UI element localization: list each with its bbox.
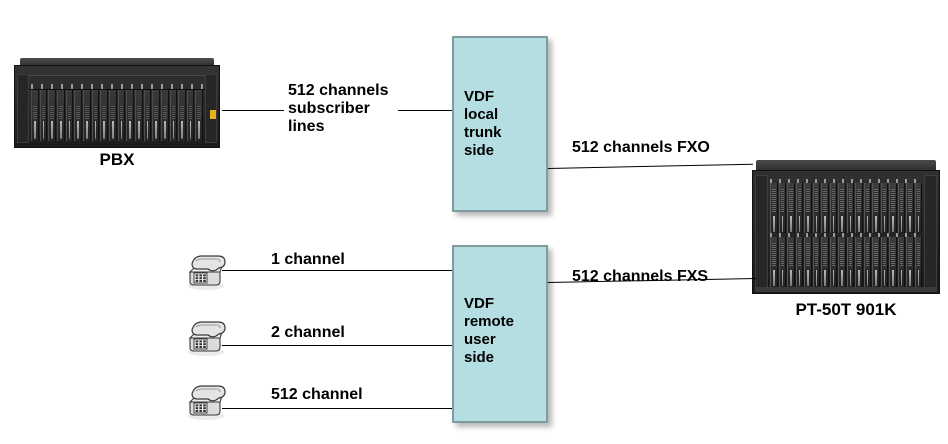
desk-phone-icon [182,248,230,292]
pbx-card-slots [31,90,204,141]
phone-3-channel-label: 512 channel [271,386,363,403]
phone-1-channel-label: 1 channel [271,251,345,268]
pbx-chassis-body [14,65,220,148]
connector-vdf-local-to-pt50t [548,163,753,169]
desk-phone-icon [182,378,230,422]
connection-label-fxs: 512 channels FXS [572,268,709,285]
pt50t-left-rail [755,175,768,289]
pbx-top-cover [20,58,214,67]
pbx-label: PBX [99,150,135,169]
pt50t-device-icon [752,160,940,294]
connection-label-fxo: 512 channels FXO [572,139,710,156]
vdf-remote-user-side-box[interactable]: VDF remote user side [452,245,548,423]
pbx-screw-dots [31,84,203,89]
pt50t-base-rail [755,287,937,292]
pt50t-top-cover [756,160,936,172]
pbx-left-rail [17,74,29,143]
pbx-right-rail [205,74,217,143]
desk-phone-icon [182,314,230,358]
vdf-remote-user-side-label: VDF remote user side [464,295,515,366]
pbx-status-led [210,110,216,119]
connector-phone-2-to-vdf-remote [222,345,452,346]
connector-label-to-vdf-local [398,110,452,111]
pt50t-card-bank-upper [770,183,922,233]
vdf-local-trunk-side-label: VDF local trunk side [464,88,502,159]
pt50t-card-bank-lower [770,237,922,287]
pt50t-screw-dots-lower [770,233,922,237]
vdf-local-trunk-side-box[interactable]: VDF local trunk side [452,36,548,212]
connection-label-subscriber-lines: 512 channels subscriber lines [288,82,389,135]
pt50t-chassis-body [752,170,940,294]
phone-2-channel-label: 2 channel [271,324,345,341]
pbx-device-icon [14,58,220,148]
pt50t-screw-dots-upper [770,179,922,183]
connector-phone-3-to-vdf-remote [222,408,452,409]
pt50t-label: PT-50T 901K [795,300,897,319]
connector-pbx-to-label [222,110,284,111]
pt50t-right-rail [924,175,937,289]
connector-phone-1-to-vdf-remote [222,270,452,271]
